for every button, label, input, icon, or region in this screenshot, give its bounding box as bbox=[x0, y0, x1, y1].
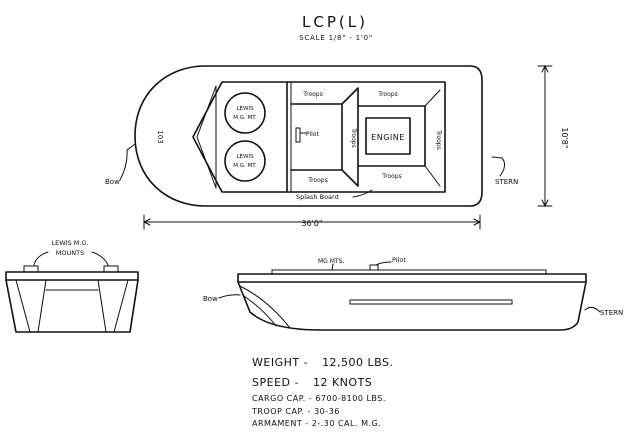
side-bow-ramp bbox=[239, 285, 291, 329]
front-mounts-leader-right bbox=[91, 251, 109, 266]
pilot-seat bbox=[295, 127, 301, 143]
spec-troop-value: 30-36 bbox=[314, 407, 340, 416]
engine-box bbox=[365, 117, 411, 155]
front-hull-outline bbox=[5, 271, 139, 333]
hull-outline-plan bbox=[134, 65, 483, 207]
spec-speed: SPEED - 12 KNOTS bbox=[252, 376, 373, 389]
front-view: LEWIS M.G. MOUNTS bbox=[5, 239, 139, 333]
gun-mount-circle-upper bbox=[224, 92, 266, 134]
spec-cargo-label: CARGO CAP. bbox=[252, 394, 306, 403]
spec-cargo: CARGO CAP. - 6700-8100 LBS. bbox=[252, 394, 386, 403]
spec-troop-label: TROOP CAP. bbox=[252, 407, 305, 416]
side-pilot-leader bbox=[375, 261, 392, 266]
front-mounts-label-1: LEWIS M.G. bbox=[51, 239, 88, 247]
troops-label-top-left: Troops bbox=[302, 91, 322, 98]
beam-dimension-label: 10'8" bbox=[560, 127, 569, 148]
spec-troop: TROOP CAP. - 30-36 bbox=[252, 407, 340, 416]
plan-stern-label: STERN bbox=[495, 178, 518, 186]
plan-bow-leader bbox=[119, 143, 136, 181]
lewis-mount-lower-label-2: M.G. MT. bbox=[233, 163, 257, 169]
side-stern-label: STERN bbox=[600, 309, 623, 317]
splash-board-label: Splash Board bbox=[296, 193, 339, 201]
length-dimension-label: 36'0" bbox=[301, 219, 322, 228]
gun-mount-circle-lower bbox=[224, 140, 266, 182]
spec-speed-value: 12 KNOTS bbox=[312, 376, 373, 389]
engine-bay bbox=[357, 105, 426, 167]
front-mounts-label-2: MOUNTS bbox=[56, 249, 84, 257]
side-bow-label: Bow bbox=[203, 295, 218, 303]
troops-label-top-right: Troops bbox=[377, 91, 397, 98]
side-hull-outline bbox=[237, 273, 587, 331]
troop-well bbox=[290, 103, 343, 171]
side-mg-mts-label: MG MTS. bbox=[318, 258, 344, 265]
pilot-label: Pilot bbox=[306, 131, 319, 138]
front-mounts-leader-left bbox=[33, 251, 49, 266]
side-deck-house bbox=[271, 269, 547, 275]
side-rub-strake bbox=[349, 299, 513, 305]
front-ramp-lines bbox=[15, 279, 129, 333]
spec-armament-value: 2-.30 CAL. M.G. bbox=[311, 419, 382, 428]
spec-weight: WEIGHT - 12,500 LBS. bbox=[252, 356, 394, 369]
front-mount-left bbox=[23, 265, 39, 273]
plan-bow-label: Bow bbox=[105, 178, 120, 186]
side-bow-leader bbox=[218, 294, 241, 299]
engine-label: ENGINE bbox=[371, 133, 405, 142]
troop-bay-mid bbox=[341, 87, 359, 187]
spec-speed-label: SPEED bbox=[252, 376, 291, 389]
lewis-mount-lower-label-1: LEWIS bbox=[236, 154, 254, 160]
troops-label-vertical-right: Troops bbox=[435, 129, 442, 149]
hull-number-marking: 103 bbox=[156, 130, 164, 143]
length-dimension bbox=[142, 214, 482, 230]
plan-view: LEWIS M.G. MT. LEWIS M.G. MT. Troops Tro… bbox=[105, 64, 569, 230]
side-pilot-station bbox=[369, 264, 379, 271]
spec-armament-label: ARMAMENT bbox=[252, 419, 303, 428]
side-view: MG MTS. Pilot Bow STERN bbox=[203, 256, 623, 331]
troops-label-bottom-left: Troops bbox=[307, 177, 327, 184]
spec-weight-label: WEIGHT bbox=[252, 356, 300, 369]
troops-label-vertical-mid: Troops bbox=[350, 127, 357, 147]
beam-dimension bbox=[537, 64, 553, 208]
splash-board-leader bbox=[352, 189, 373, 198]
lewis-mount-upper-label-2: M.G. MT. bbox=[233, 115, 257, 121]
troops-label-bottom-right: Troops bbox=[381, 173, 401, 180]
front-mount-right bbox=[103, 265, 119, 273]
bow-ramp-lines bbox=[196, 85, 217, 189]
cockpit-outline bbox=[192, 81, 446, 193]
spec-weight-value: 12,500 LBS. bbox=[322, 356, 394, 369]
side-pilot-label: Pilot bbox=[392, 256, 406, 264]
side-stern-leader bbox=[584, 306, 601, 313]
side-mg-mts-leader bbox=[331, 263, 334, 271]
stern-bay bbox=[424, 89, 441, 187]
spec-armament: ARMAMENT - 2-.30 CAL. M.G. bbox=[252, 419, 382, 428]
plan-stern-leader bbox=[491, 156, 506, 177]
diagram-scale: SCALE 1/8" - 1'0" bbox=[299, 34, 373, 42]
spec-cargo-value: 6700-8100 LBS. bbox=[315, 394, 386, 403]
lewis-mount-upper-label-1: LEWIS bbox=[236, 106, 254, 112]
diagram-title: LCP(L) bbox=[302, 13, 368, 31]
